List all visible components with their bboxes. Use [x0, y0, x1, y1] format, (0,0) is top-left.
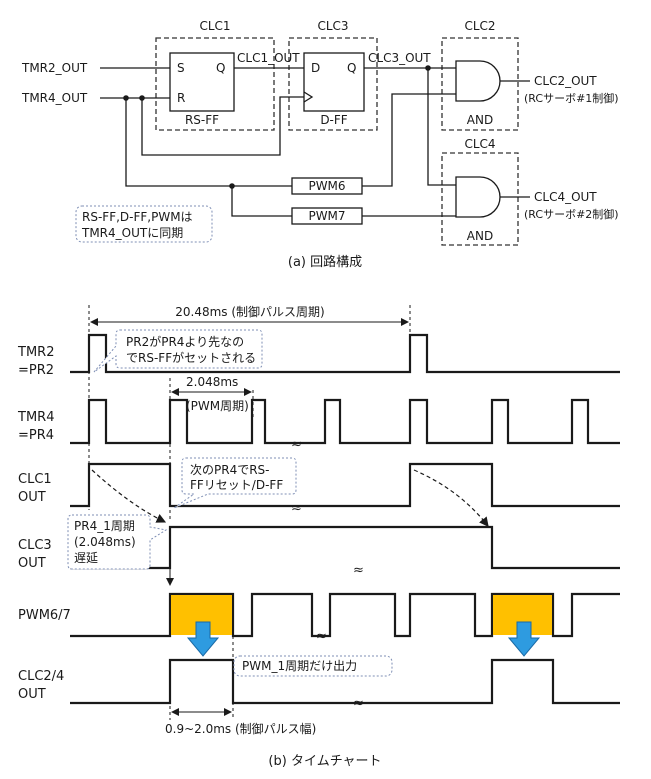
- curve-arrow-1: [91, 469, 167, 523]
- wave-tmr4: [70, 398, 620, 445]
- wire-pwm6-out: [362, 93, 456, 187]
- pr2-note-box: [93, 329, 263, 373]
- clc1-block-box: [155, 37, 275, 131]
- wave-clc24: [70, 658, 620, 705]
- svg-text:≈: ≈: [291, 437, 302, 452]
- wave-pwm: [70, 592, 620, 638]
- row-tmr2-l2: =PR2: [18, 363, 54, 378]
- clc2-gate-label: AND: [467, 113, 493, 127]
- d-ff-d-pin: D: [311, 61, 320, 75]
- row-clc3-l2: OUT: [18, 556, 46, 571]
- delay-note-line1: PR4_1周期: [74, 519, 135, 533]
- delay-note-line3: 遅延: [74, 551, 98, 565]
- pwm6-box: [291, 177, 363, 195]
- reset-note-box: [173, 457, 297, 509]
- clc2-block-box: [441, 37, 519, 131]
- clc3-out-label: CLC3_OUT: [368, 51, 431, 65]
- row-clc24-l1: CLC2/4: [18, 669, 64, 684]
- wire-tmr4-to-pwm6: [125, 98, 292, 187]
- wave-tmr2: [70, 333, 620, 374]
- clc1-out-label: CLC1_OUT: [237, 51, 300, 65]
- d-ff-clock-triangle: [303, 91, 314, 103]
- row-clc1-l1: CLC1: [18, 472, 52, 487]
- period-label: 20.48ms (制御パルス周期): [175, 304, 324, 319]
- tmr2-out-label: TMR2_OUT: [21, 61, 88, 75]
- pr2-note-line2: でRS-FFがセットされる: [126, 350, 256, 365]
- svg-text:≈: ≈: [316, 629, 327, 644]
- tmr4-out-label: TMR4_OUT: [21, 91, 88, 105]
- circuit-note-box: [75, 205, 213, 243]
- d-ff-label: D-FF: [320, 113, 347, 127]
- d-ff-box: [303, 52, 365, 112]
- curve-arrow-2: [413, 469, 489, 527]
- pwm-once-note: PWM_1周期だけ出力: [242, 659, 357, 673]
- svg-text:≈: ≈: [353, 696, 364, 711]
- circuit-note-line1: RS-FF,D-FF,PWMは: [82, 210, 193, 224]
- delay-note-line2: (2.048ms): [74, 535, 136, 549]
- svg-text:≈: ≈: [353, 563, 364, 578]
- circuit-caption: (a) 回路構成: [288, 254, 362, 270]
- row-clc24-l2: OUT: [18, 687, 46, 702]
- break-marks: ≈ ≈ ≈ ≈ ≈: [291, 437, 364, 711]
- blue-arrow-1: [186, 621, 220, 657]
- reset-note-line1: 次のPR4でRS-: [190, 463, 270, 477]
- clc2-out-sub: (RCサーボ#1制御): [524, 91, 619, 105]
- reset-note-line2: FFリセット/D-FF: [190, 478, 283, 492]
- pwm-period-label-b: (PWM周期): [186, 399, 249, 413]
- rs-ff-box: [169, 52, 235, 112]
- svg-text:≈: ≈: [291, 501, 302, 516]
- clc2-out-label: CLC2_OUT: [534, 74, 597, 88]
- wire-clc3-to-clc4: [427, 68, 456, 186]
- rs-ff-s-pin: S: [177, 61, 185, 75]
- clc1-title: CLC1: [199, 19, 230, 33]
- clc4-block-box: [441, 152, 519, 246]
- rs-ff-label: RS-FF: [185, 113, 219, 127]
- row-tmr4-l1: TMR4: [17, 410, 54, 425]
- pwm-once-note-box: [233, 655, 393, 677]
- clc4-title: CLC4: [464, 137, 495, 151]
- timing-caption: (b) タイムチャート: [268, 754, 381, 769]
- waveforms: [70, 333, 620, 705]
- row-pwm-l1: PWM6/7: [18, 608, 71, 623]
- wire-junctions: [123, 65, 431, 189]
- and-gate-clc4: [455, 176, 501, 218]
- circuit-diagram: [100, 37, 530, 246]
- clc2-title: CLC2: [464, 19, 495, 33]
- row-clc1-l2: OUT: [18, 490, 46, 505]
- width-label: 0.9~2.0ms (制御パルス幅): [165, 721, 316, 736]
- and-gate-clc2: [455, 60, 501, 102]
- clc4-out-label: CLC4_OUT: [534, 190, 597, 204]
- pr2-note-line1: PR2がPR4より先なの: [126, 334, 244, 349]
- wire-tmr4-to-clk: [141, 96, 304, 156]
- pwm7-label: PWM7: [308, 209, 345, 223]
- wave-clc1: [70, 462, 620, 508]
- pwm7-box: [291, 207, 363, 225]
- clc4-out-sub: (RCサーボ#2制御): [524, 207, 619, 221]
- pwm6-label: PWM6: [308, 179, 345, 193]
- wire-pwm7-in: [231, 186, 292, 217]
- clc4-gate-label: AND: [467, 229, 493, 243]
- row-clc3-l1: CLC3: [18, 538, 52, 553]
- clc3-block-box: [288, 37, 378, 131]
- wave-clc3: [70, 525, 620, 570]
- circuit-note-line2: TMR4_OUTに同期: [81, 226, 183, 240]
- row-tmr2-l1: TMR2: [17, 345, 54, 360]
- rs-ff-q-pin: Q: [216, 61, 225, 75]
- clc3-title: CLC3: [317, 19, 348, 33]
- rs-ff-r-pin: R: [177, 91, 185, 105]
- pwm-period-label-a: 2.048ms: [186, 375, 238, 389]
- row-tmr4-l2: =PR4: [18, 428, 54, 443]
- delay-note-box: [67, 514, 168, 570]
- blue-arrow-2: [507, 621, 541, 657]
- d-ff-q-pin: Q: [347, 61, 356, 75]
